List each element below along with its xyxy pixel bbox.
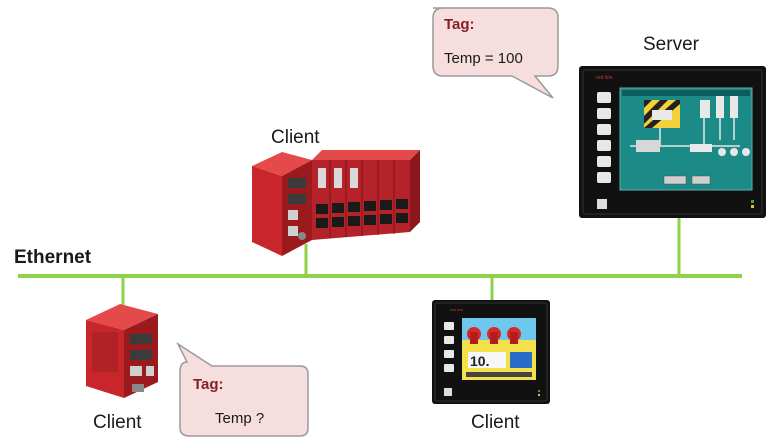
client-bottom-left-label: Client: [93, 412, 142, 433]
svg-text:red lion: red lion: [450, 307, 463, 312]
client-top-modular-controller: [252, 150, 420, 256]
server-label: Server: [643, 34, 700, 55]
client-tag-title: Tag:: [193, 376, 224, 393]
client-top-label: Client: [271, 127, 320, 148]
server-tag-value: Temp = 100: [444, 50, 523, 67]
client-tag-callout: Tag: Temp ?: [176, 341, 309, 437]
client-tag-value: Temp ?: [215, 410, 264, 427]
server-hmi-panel: red lion: [579, 66, 766, 218]
svg-text:10.: 10.: [470, 353, 489, 369]
client-bottom-left-controller: [86, 304, 158, 398]
ethernet-label: Ethernet: [14, 247, 92, 268]
svg-text:red lion: red lion: [596, 75, 613, 81]
server-tag-title: Tag:: [444, 16, 475, 33]
server-tag-callout: Tag: Temp = 100: [432, 7, 559, 99]
server-side-buttons: [597, 92, 611, 183]
client-top-io-modules: [312, 150, 420, 240]
client-bottom-center-label: Client: [471, 412, 520, 433]
client-bottom-center-hmi: red lion 10.: [432, 300, 550, 404]
